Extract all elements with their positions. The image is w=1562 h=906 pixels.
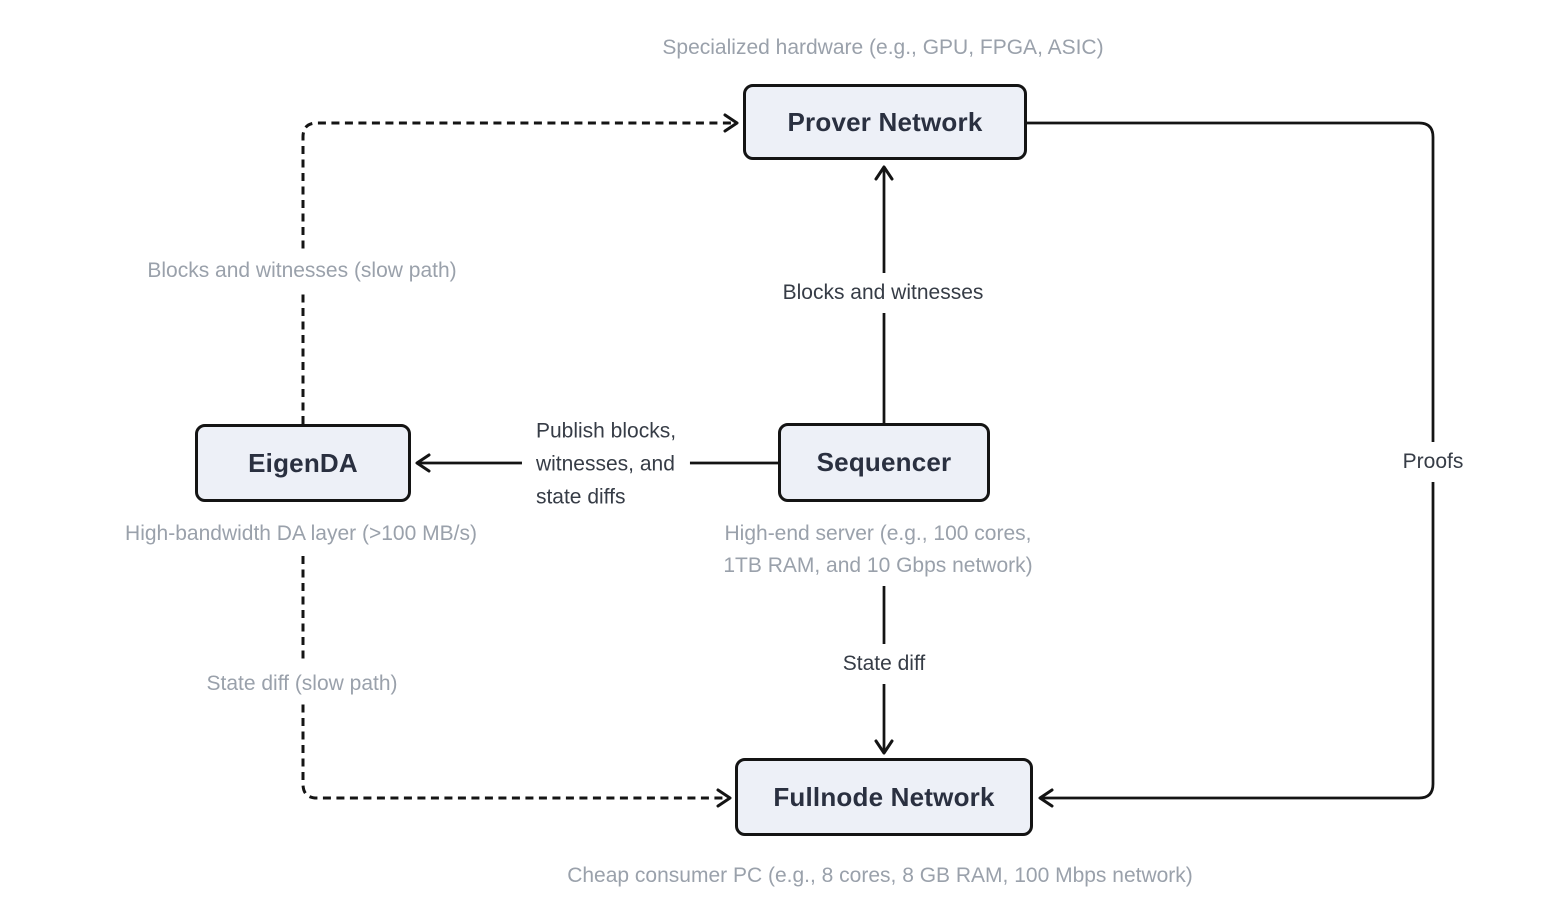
edge-label-state-diff-slow-path: State diff (slow path) <box>196 664 408 704</box>
edge-label-publish-blocks-line3: state diffs <box>535 485 626 509</box>
edge-label-publish-blocks-line2: witnesses, and <box>535 452 675 476</box>
edge-label-blocks-and-witnesses: Blocks and witnesses <box>772 273 994 313</box>
prover-caption: Specialized hardware (e.g., GPU, FPGA, A… <box>662 36 1104 59</box>
node-sequencer: Sequencer <box>778 423 990 502</box>
eigenda-caption: High-bandwidth DA layer (>100 MB/s) <box>125 522 477 545</box>
edge-eigenda-to-prover-line <box>301 113 739 424</box>
node-prover-network: Prover Network <box>743 84 1027 160</box>
edge-label-blocks-witnesses-slow-path: Blocks and witnesses (slow path) <box>137 251 467 291</box>
fullnode-caption: Cheap consumer PC (e.g., 8 cores, 8 GB R… <box>567 864 1193 887</box>
sequencer-caption: High-end server (e.g., 100 cores, 1TB RA… <box>711 514 1045 586</box>
node-fullnode-network: Fullnode Network <box>735 758 1033 836</box>
sequencer-caption-line1: High-end server (e.g., 100 cores, <box>724 522 1032 545</box>
edge-label-state-diff: State diff <box>832 644 936 684</box>
edge-label-proofs: Proofs <box>1392 442 1474 482</box>
edge-prover-to-fullnode-line <box>1027 121 1435 808</box>
edge-label-publish-blocks-line1: Publish blocks, <box>535 419 677 443</box>
edge-label-publish-blocks: Publish blocks, witnesses, and state dif… <box>521 410 691 518</box>
sequencer-caption-line2: 1TB RAM, and 10 Gbps network) <box>723 554 1033 577</box>
node-eigenda: EigenDA <box>195 424 411 502</box>
edge-eigenda-to-fullnode-line <box>301 556 732 808</box>
